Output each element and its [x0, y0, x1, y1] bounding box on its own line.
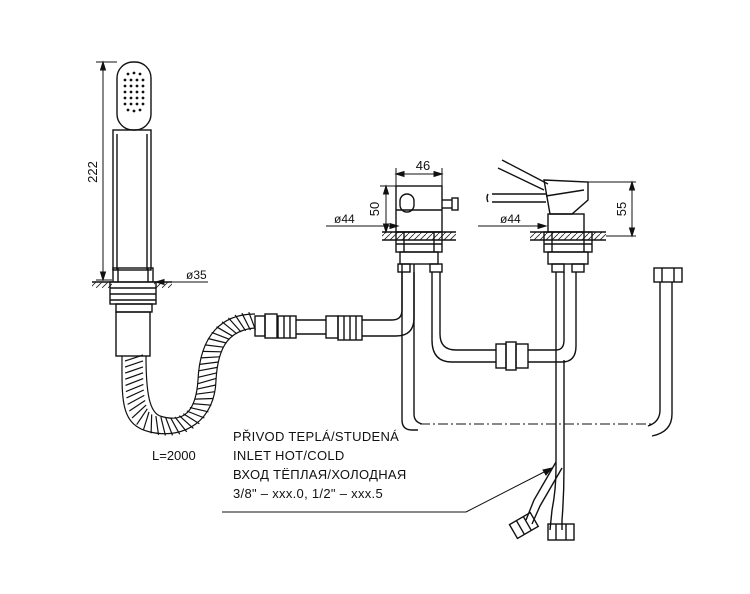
- hose-connectors: [254, 264, 415, 341]
- note-line-1: PŘIVOD TEPLÁ/STUDENÁ: [233, 429, 400, 444]
- note-line-3: ВХОД ТЁПЛАЯ/ХОЛОДНАЯ: [233, 467, 407, 482]
- dimension-44-right: [478, 222, 548, 230]
- hose-length-label: L=2000: [152, 448, 196, 463]
- dimension-50: [380, 184, 396, 234]
- dimension-35-label: ø35: [186, 268, 207, 282]
- dimension-44-right-label: ø44: [500, 212, 521, 226]
- spiral-hose-coils: [124, 311, 257, 436]
- dimension-222-label: 222: [85, 161, 100, 183]
- mixer-pipes: [525, 272, 577, 531]
- spare-inlet-pipe: [647, 267, 683, 437]
- dimension-55: [588, 180, 636, 238]
- spiral-hose: [121, 313, 256, 435]
- note-line-2: INLET HOT/COLD: [233, 448, 345, 463]
- dimension-44-left: [326, 222, 400, 230]
- shower-head-nozzles: [123, 71, 145, 113]
- dimension-44-left-label: ø44: [334, 212, 355, 226]
- middle-pipe-connector: [495, 341, 529, 371]
- diverter-valve: [382, 185, 459, 273]
- dimension-55-label: 55: [614, 202, 629, 216]
- hand-shower: [112, 61, 152, 271]
- mixer-valve: [486, 159, 606, 273]
- inlet-fittings: [508, 511, 575, 541]
- note-leader-line: [222, 467, 554, 513]
- dimension-35: [154, 278, 208, 286]
- dimension-46-label: 46: [416, 158, 430, 173]
- diverter-pipes: [401, 272, 496, 431]
- dimension-46: [394, 168, 444, 186]
- note-line-4: 3/8" – xxx.0, 1/2" – xxx.5: [233, 486, 383, 501]
- dimension-222: [96, 60, 117, 282]
- dimension-50-label: 50: [367, 202, 382, 216]
